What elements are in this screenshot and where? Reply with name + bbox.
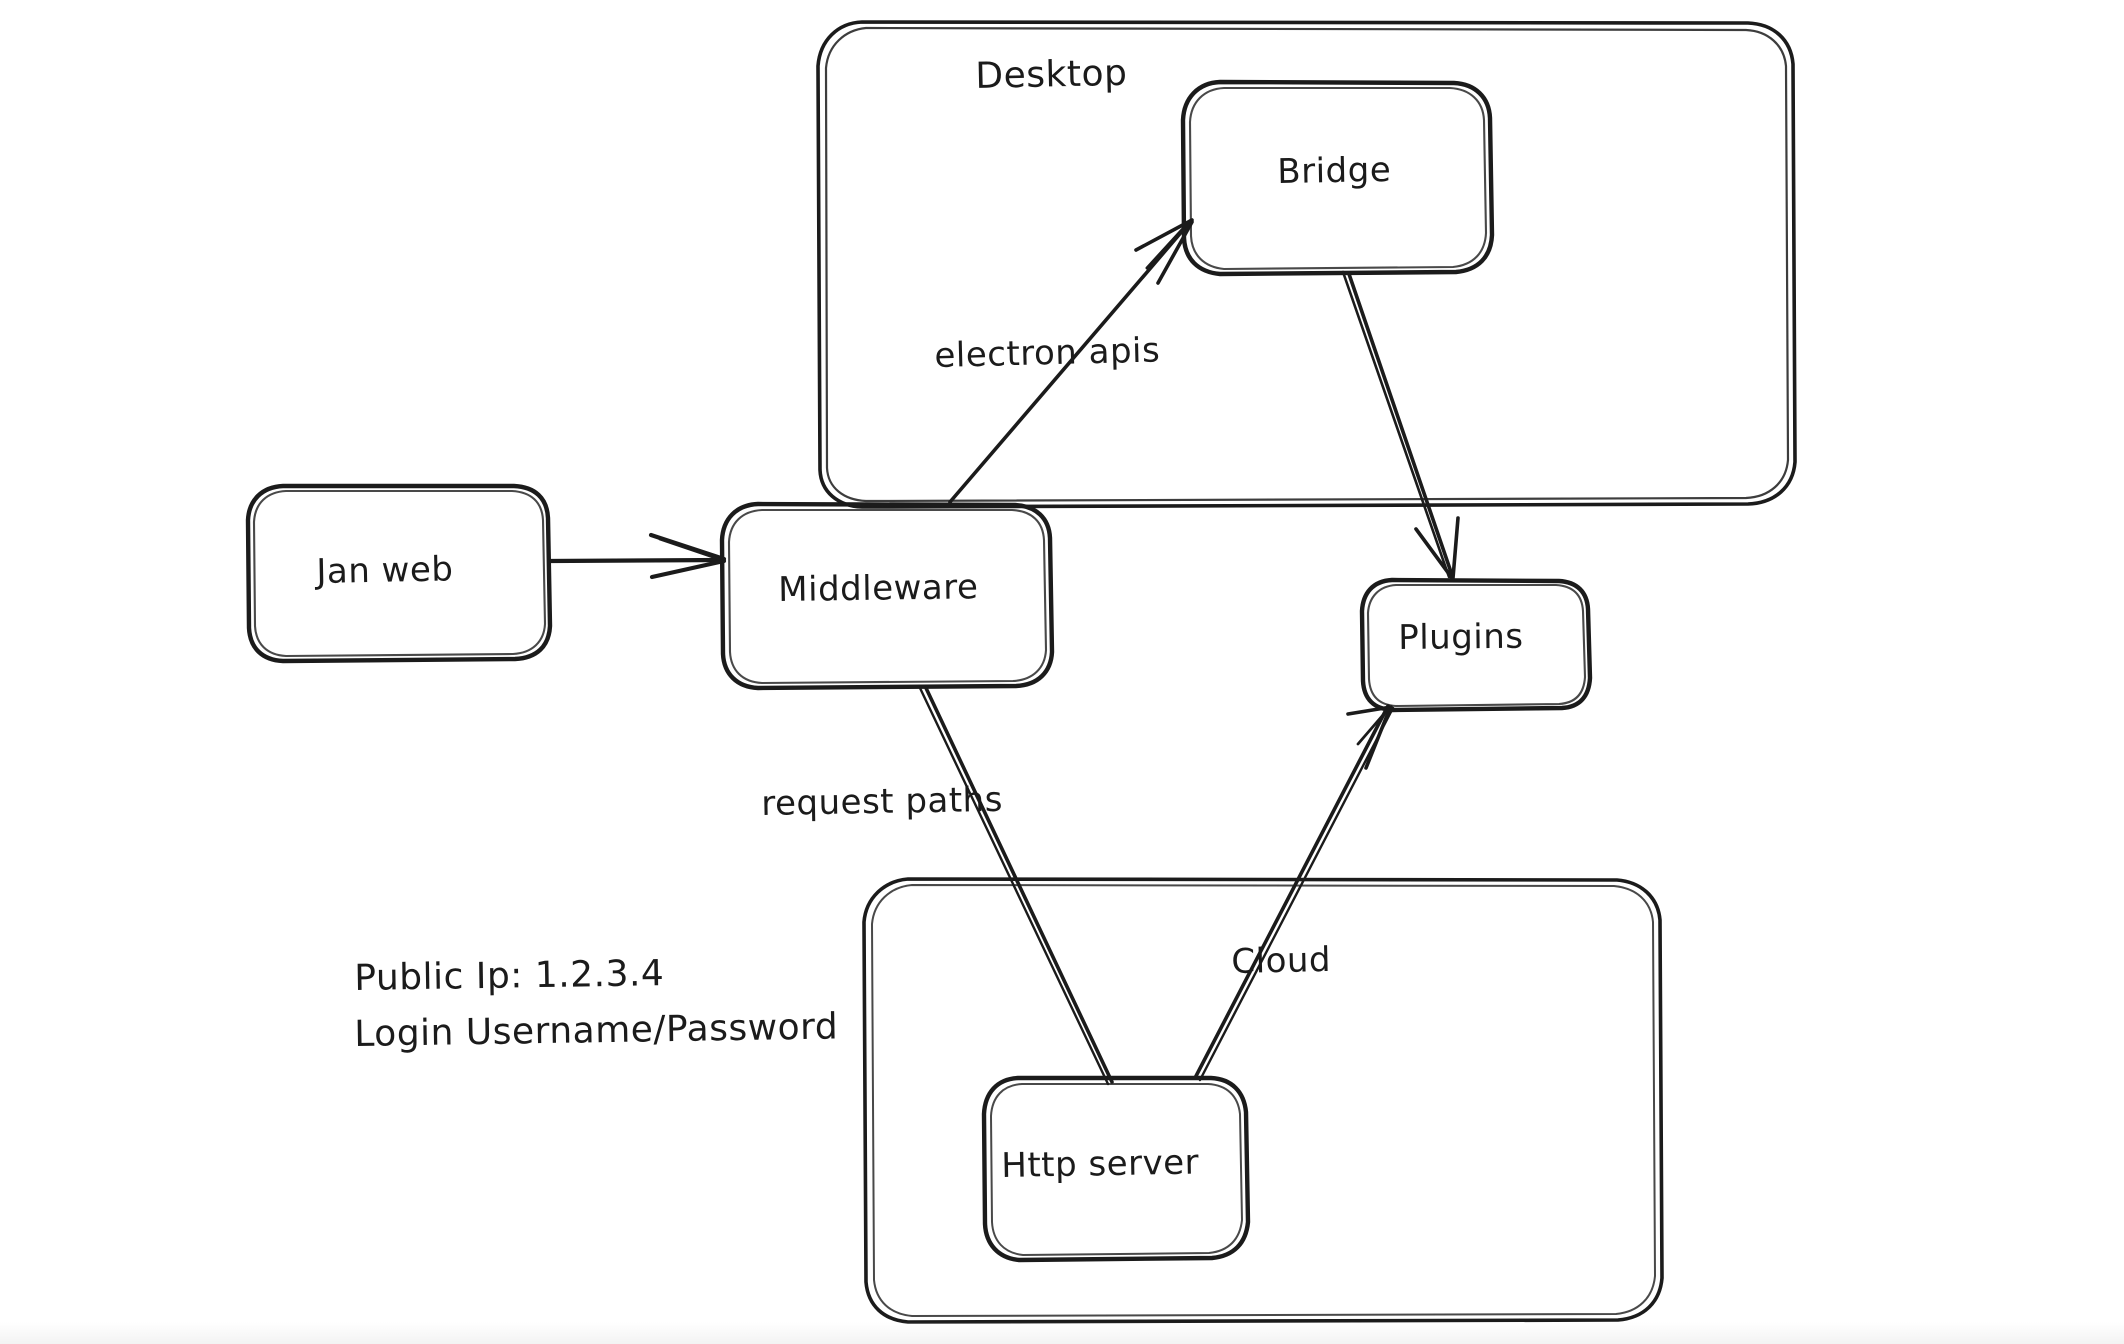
node-label-jan-web[interactable]: Jan web (316, 549, 454, 592)
node-box-plugins (1359, 577, 1593, 713)
edge-http-server-to-plugins (1193, 704, 1395, 1082)
node-box-jan-web (245, 483, 553, 664)
container-label-desktop: Desktop (975, 52, 1128, 97)
container-desktop (816, 20, 1797, 509)
node-box-bridge (1180, 79, 1495, 277)
container-cloud (862, 877, 1664, 1324)
note-login-credentials: Login Username/Password (354, 1006, 839, 1055)
edge-label-request-paths: request paths (761, 779, 1004, 824)
note-public-ip: Public Ip: 1.2.3.4 (354, 953, 665, 999)
node-label-middleware[interactable]: Middleware (778, 567, 979, 610)
node-label-plugins[interactable]: Plugins (1398, 616, 1524, 658)
node-label-http-server[interactable]: Http server (1001, 1142, 1200, 1186)
edge-janweb-to-middleware (547, 532, 727, 580)
edge-label-cloud: Cloud (1231, 939, 1332, 982)
node-box-middleware (719, 501, 1055, 691)
edge-bridge-to-plugins (1341, 270, 1460, 580)
node-label-bridge[interactable]: Bridge (1277, 150, 1392, 192)
edge-middleware-to-bridge (948, 218, 1194, 504)
edge-middleware-to-http-server (918, 686, 1114, 1086)
edge-label-electron-apis: electron apis (934, 330, 1161, 376)
node-box-http-server (981, 1075, 1251, 1263)
